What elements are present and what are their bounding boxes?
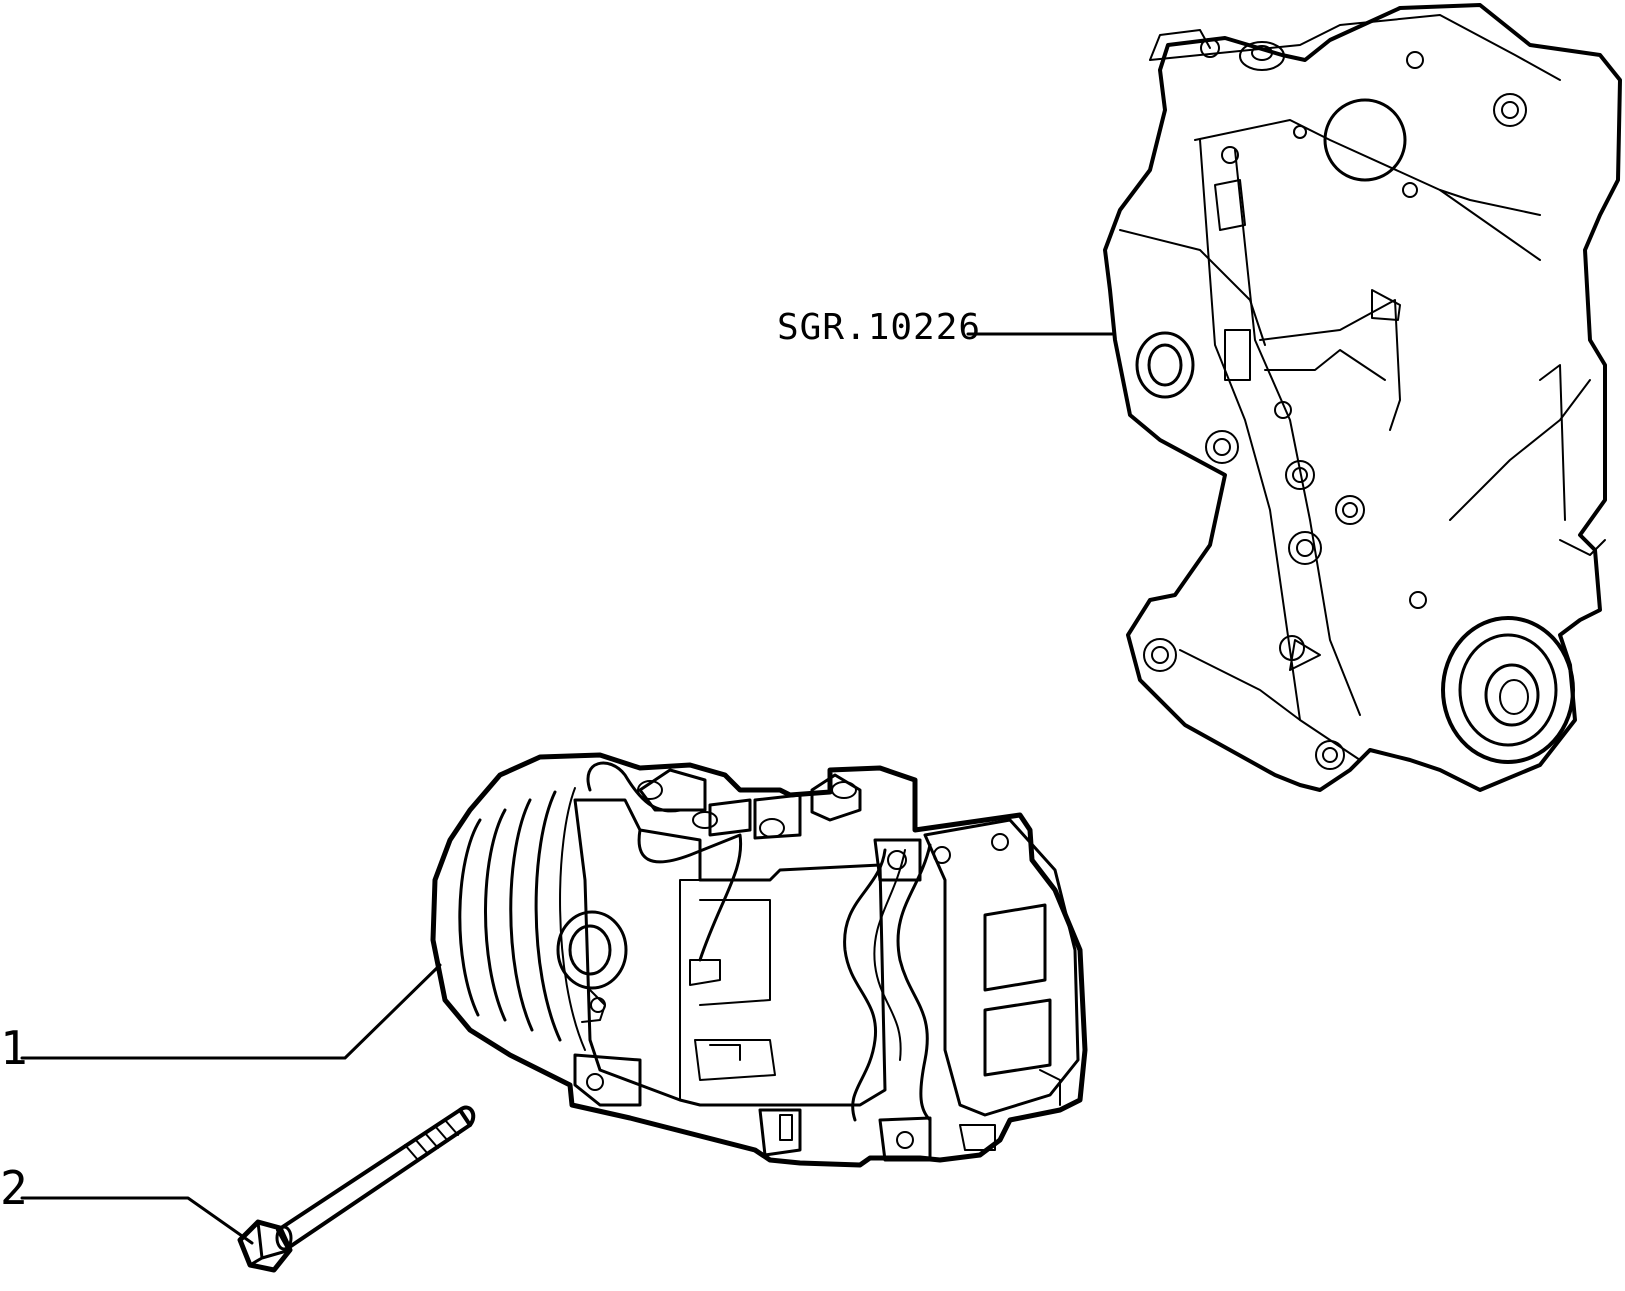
- reference-callout: SGR.10226: [777, 307, 982, 348]
- part-1-leader-line: [20, 963, 442, 1060]
- part-2-callout: 2: [0, 1161, 28, 1215]
- part-2-leader-line: [20, 1196, 254, 1245]
- ac-compressor: [430, 752, 1088, 1168]
- compressor-bracket: [1103, 3, 1622, 792]
- part-1-callout: 1: [0, 1021, 28, 1075]
- mounting-bolt: [237, 1105, 476, 1273]
